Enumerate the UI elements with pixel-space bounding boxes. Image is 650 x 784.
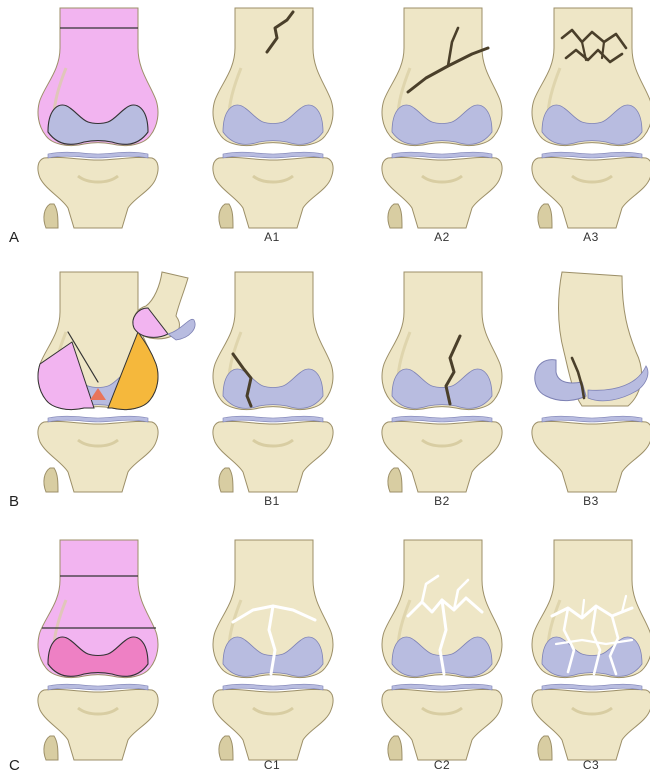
fibula xyxy=(388,468,402,492)
tibia xyxy=(532,421,650,492)
label-b2: B2 xyxy=(402,494,482,508)
label-b1: B1 xyxy=(232,494,312,508)
knee-b3 xyxy=(532,272,650,492)
label-a1: A1 xyxy=(232,230,312,244)
tibial-plateau-cartilage xyxy=(542,152,642,158)
fibula xyxy=(388,736,402,760)
label-b3: B3 xyxy=(551,494,631,508)
inset-lateral-view xyxy=(133,272,195,340)
label-a2: A2 xyxy=(402,230,482,244)
tibial-plateau-cartilage xyxy=(48,152,148,158)
fibula xyxy=(219,736,233,760)
tibial-plateau-cartilage xyxy=(223,152,323,158)
tibial-plateau-cartilage xyxy=(223,684,323,690)
fibula xyxy=(44,468,58,492)
label-c3: C3 xyxy=(551,758,631,772)
tibial-plateau-cartilage xyxy=(542,684,642,690)
row-b xyxy=(38,272,650,492)
row-letter-b: B xyxy=(9,493,19,510)
fibula xyxy=(44,204,58,228)
fibula xyxy=(538,736,552,760)
fibula xyxy=(44,736,58,760)
tibial-plateau-cartilage xyxy=(392,684,492,690)
tibial-plateau-cartilage xyxy=(392,416,492,422)
tibial-plateau-cartilage xyxy=(223,416,323,422)
tibial-plateau-cartilage xyxy=(48,684,148,690)
label-c1: C1 xyxy=(232,758,312,772)
fibula xyxy=(219,204,233,228)
fibula xyxy=(388,204,402,228)
row-c xyxy=(38,540,650,760)
label-a3: A3 xyxy=(551,230,631,244)
fibula xyxy=(538,204,552,228)
tibial-plateau-cartilage xyxy=(48,416,148,422)
row-a xyxy=(38,8,650,228)
tibial-plateau-cartilage xyxy=(542,416,642,422)
tibial-plateau-cartilage xyxy=(392,152,492,158)
label-c2: C2 xyxy=(402,758,482,772)
row-letter-a: A xyxy=(9,229,19,246)
row-letter-c: C xyxy=(9,757,20,774)
fibula xyxy=(219,468,233,492)
